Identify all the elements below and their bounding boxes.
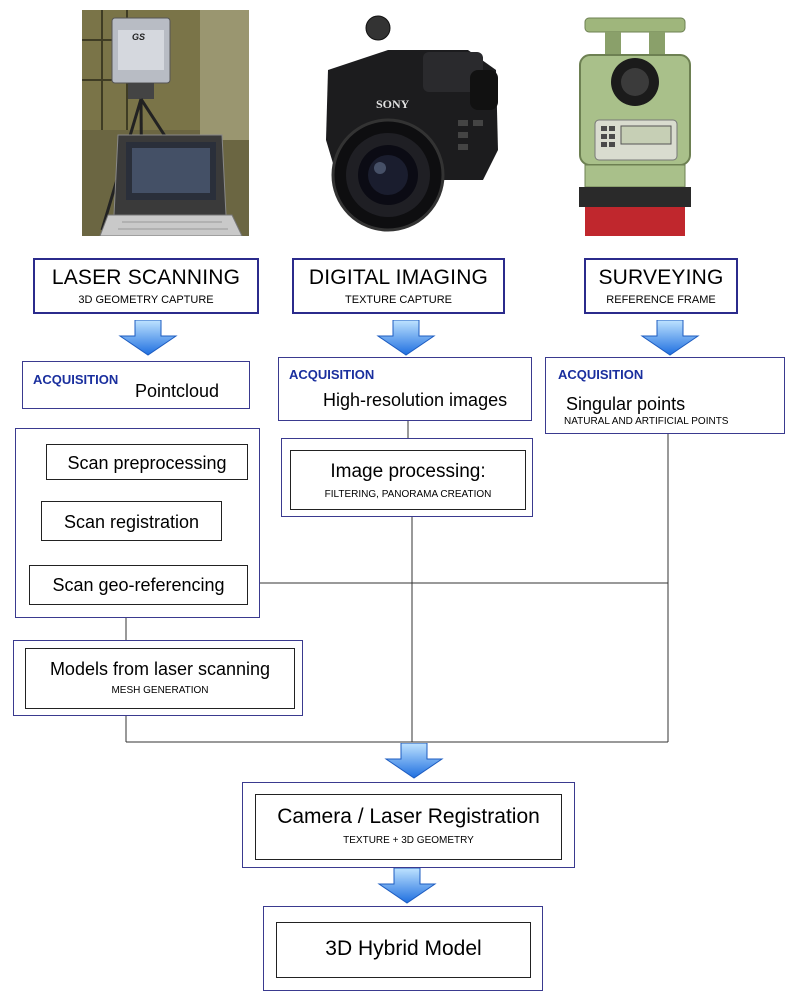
registration-title: Camera / Laser Registration <box>277 805 540 828</box>
digital-imaging-header: DIGITAL IMAGING TEXTURE CAPTURE <box>292 258 505 314</box>
image-processing-box: Image processing: FILTERING, PANORAMA CR… <box>290 450 526 510</box>
imaging-acquisition-box: ACQUISITION High-resolution images <box>278 357 532 421</box>
image-processing-sub: FILTERING, PANORAMA CREATION <box>324 489 492 500</box>
scan-step-label: Scan preprocessing <box>67 453 227 473</box>
models-box: Models from laser scanning MESH GENERATI… <box>25 648 295 709</box>
svg-text:SONY: SONY <box>376 97 410 111</box>
down-arrow-icon <box>118 320 178 356</box>
image-processing-title: Image processing: <box>330 461 486 482</box>
scan-step-box: Scan registration <box>41 501 222 541</box>
acquisition-label: ACQUISITION <box>558 367 644 382</box>
header-title: SURVEYING <box>598 266 724 289</box>
header-subtitle: REFERENCE FRAME <box>606 294 716 306</box>
svg-text:GS: GS <box>132 32 145 42</box>
digital-camera-photo: SONY <box>318 10 508 236</box>
laser-scanner-photo: GS <box>82 10 249 237</box>
surveying-acquisition-box: ACQUISITION Singular points NATURAL AND … <box>545 357 785 434</box>
down-arrow-icon <box>377 868 437 904</box>
acquisition-value: High-resolution images <box>323 390 508 410</box>
models-title: Models from laser scanning <box>49 659 271 679</box>
acquisition-label: ACQUISITION <box>33 372 119 387</box>
down-arrow-icon <box>384 743 444 779</box>
acquisition-value: Pointcloud <box>135 381 220 401</box>
laser-scanning-header: LASER SCANNING 3D GEOMETRY CAPTURE <box>33 258 259 314</box>
total-station-photo <box>565 10 705 236</box>
models-sub: MESH GENERATION <box>111 685 209 696</box>
header-subtitle: TEXTURE CAPTURE <box>345 294 452 306</box>
scan-step-label: Scan registration <box>63 512 200 532</box>
header-title: DIGITAL IMAGING <box>308 266 489 289</box>
header-subtitle: 3D GEOMETRY CAPTURE <box>78 294 214 306</box>
laser-acquisition-box: ACQUISITION Pointcloud <box>22 361 250 409</box>
registration-box: Camera / Laser Registration TEXTURE + 3D… <box>255 794 562 860</box>
header-title: LASER SCANNING <box>51 266 241 289</box>
down-arrow-icon <box>640 320 700 356</box>
final-model-box: 3D Hybrid Model <box>276 922 531 978</box>
acquisition-value: Singular points <box>566 394 686 414</box>
registration-sub: TEXTURE + 3D GEOMETRY <box>343 835 474 846</box>
down-arrow-icon <box>376 320 436 356</box>
surveying-header: SURVEYING REFERENCE FRAME <box>584 258 738 314</box>
acquisition-sub: NATURAL AND ARTIFICIAL POINTS <box>564 416 729 427</box>
final-model-title: 3D Hybrid Model <box>325 937 482 960</box>
acquisition-label: ACQUISITION <box>289 367 375 382</box>
scan-step-label: Scan geo-referencing <box>52 575 225 595</box>
scan-step-box: Scan geo-referencing <box>29 565 248 605</box>
scan-step-box: Scan preprocessing <box>46 444 248 480</box>
